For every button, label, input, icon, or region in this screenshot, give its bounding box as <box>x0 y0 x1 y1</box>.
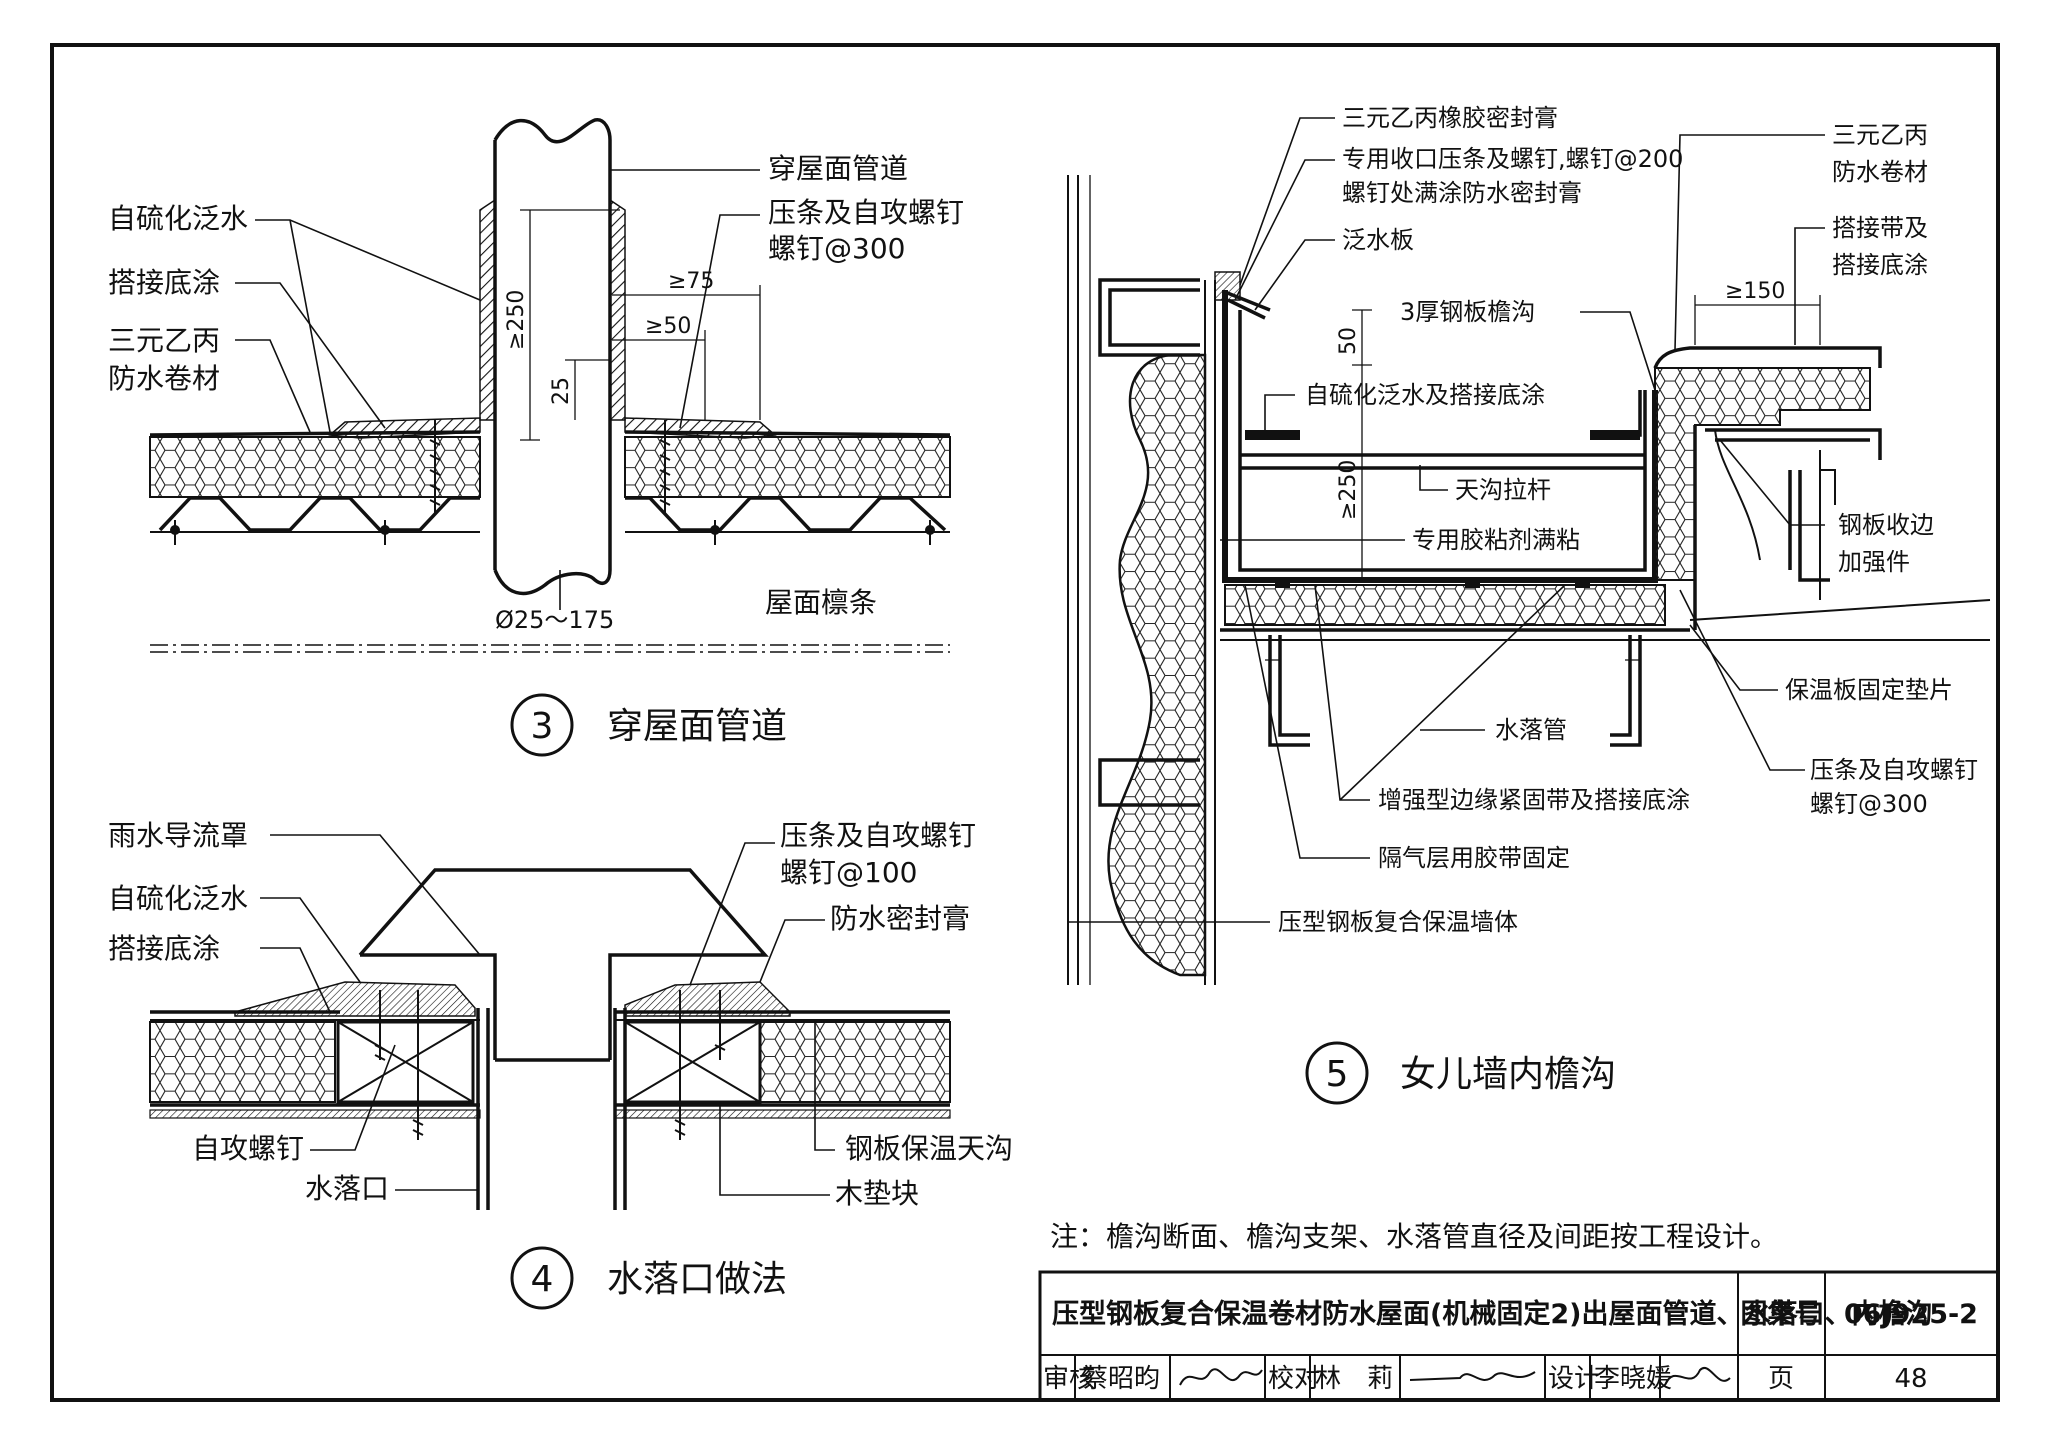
detail4-cover-label: 雨水导流罩 <box>108 819 248 852</box>
detail3-dim-50: ≥50 <box>645 314 691 339</box>
detail3-dim-25: 25 <box>549 377 574 405</box>
detail4-bar-label-1: 压条及自攻螺钉 <box>780 819 976 852</box>
title-block-design-name: 李晓媛 <box>1594 1364 1672 1394</box>
detail5-number: 5 <box>1326 1054 1349 1095</box>
detail5-lap-label-1: 搭接带及 <box>1832 214 1928 242</box>
title-block-atlas-no: 06J925-2 <box>1844 1299 1978 1330</box>
title-block <box>1038 1270 2000 1402</box>
title-block-page-label: 页 <box>1768 1364 1794 1394</box>
detail4-gutter-label: 钢板保温天沟 <box>845 1132 1013 1165</box>
detail3-membrane-label-2: 防水卷材 <box>108 362 220 395</box>
title-block-page-no: 48 <box>1894 1364 1927 1394</box>
detail5-epdm-sealant-label: 三元乙丙橡胶密封膏 <box>1342 104 1558 132</box>
detail3-pipe-label: 穿屋面管道 <box>768 152 908 185</box>
detail4-title: 水落口做法 <box>607 1259 787 1300</box>
detail-3-pipe-penetration <box>149 118 951 653</box>
title-block-design-label: 设计 <box>1548 1364 1600 1394</box>
detail-4-roof-drain <box>149 834 951 1210</box>
detail5-vapor-tape-label: 隔气层用胶带固定 <box>1378 844 1570 872</box>
detail5-tie-rod-label: 天沟拉杆 <box>1455 476 1551 504</box>
drawing-note: 注：檐沟断面、檐沟支架、水落管直径及间距按工程设计。 <box>1050 1220 1778 1253</box>
detail5-downpipe-label: 水落管 <box>1495 716 1567 744</box>
detail3-dim-250: ≥250 <box>504 290 529 350</box>
detail3-flashing-label: 自硫化泛水 <box>108 202 248 235</box>
detail-5-parapet-gutter <box>1067 117 1991 985</box>
detail4-primer-label: 搭接底涂 <box>108 932 220 965</box>
title-block-title: 压型钢板复合保温卷材防水屋面(机械固定2)出屋面管道、水落口、内檐沟 <box>1052 1298 1932 1330</box>
detail5-gutter-3mm-label: 3厚钢板檐沟 <box>1400 298 1535 326</box>
detail4-screw-label: 自攻螺钉 <box>192 1132 304 1165</box>
detail4-number-circle <box>510 1246 574 1310</box>
detail3-bar-label-2: 螺钉@300 <box>768 232 905 265</box>
detail5-number-circle <box>1305 1041 1369 1105</box>
detail5-adhesive-label: 专用胶粘剂满粘 <box>1412 526 1580 554</box>
title-block-review-label: 审核 <box>1043 1364 1095 1394</box>
detail4-flashing-label: 自硫化泛水 <box>108 882 248 915</box>
detail4-bar-label-2: 螺钉@100 <box>780 856 917 889</box>
detail5-bar-label-1: 压条及自攻螺钉 <box>1810 756 1978 784</box>
drawing-frame <box>50 43 2000 1402</box>
detail5-edge-label-2: 加强件 <box>1838 548 1910 576</box>
title-block-review-name: 蔡昭昀 <box>1082 1364 1160 1394</box>
detail5-strip-label-2: 螺钉处满涂防水密封膏 <box>1342 179 1582 207</box>
detail5-washer-label: 保温板固定垫片 <box>1785 676 1953 704</box>
detail5-dim-50: 50 <box>1336 327 1361 355</box>
detail3-title: 穿屋面管道 <box>607 706 787 747</box>
title-block-check-name: 林 莉 <box>1315 1364 1393 1394</box>
detail5-bar-label-2: 螺钉@300 <box>1810 790 1928 818</box>
detail3-membrane-label-1: 三元乙丙 <box>108 324 220 357</box>
detail5-edge-label-1: 钢板收边 <box>1838 511 1934 539</box>
detail5-lap-label-2: 搭接底涂 <box>1832 251 1928 279</box>
detail3-number: 3 <box>531 706 554 747</box>
detail3-primer-label: 搭接底涂 <box>108 266 220 299</box>
detail5-flashing-board-label: 泛水板 <box>1342 226 1414 254</box>
detail5-membrane-label-2: 防水卷材 <box>1832 158 1928 186</box>
detail3-dim-75: ≥75 <box>668 269 714 294</box>
detail5-reinforced-tape-label: 增强型边缘紧固带及搭接底涂 <box>1378 786 1690 814</box>
detail5-title: 女儿墙内檐沟 <box>1400 1054 1616 1095</box>
title-block-check-label: 校对 <box>1268 1364 1320 1394</box>
detail5-strip-label-1: 专用收口压条及螺钉,螺钉@200 <box>1342 145 1683 173</box>
title-block-atlas-label: 图集号 <box>1741 1298 1822 1330</box>
detail5-membrane-label-1: 三元乙丙 <box>1832 121 1928 149</box>
detail4-number: 4 <box>531 1259 554 1300</box>
detail3-bar-label-1: 压条及自攻螺钉 <box>768 196 964 229</box>
detail4-block-label: 木垫块 <box>835 1177 919 1210</box>
detail5-dim-150: ≥150 <box>1725 279 1785 304</box>
detail3-purlin-label: 屋面檩条 <box>765 586 877 619</box>
detail5-flashing-primer-label: 自硫化泛水及搭接底涂 <box>1305 381 1545 409</box>
detail5-wall-label: 压型钢板复合保温墙体 <box>1278 908 1518 936</box>
detail3-diameter-label: Ø25～175 <box>495 606 614 634</box>
detail3-number-circle <box>510 693 574 757</box>
detail4-sealant-label: 防水密封膏 <box>830 902 970 935</box>
detail4-outlet-label: 水落口 <box>305 1172 389 1205</box>
detail5-dim-250: ≥250 <box>1336 460 1361 520</box>
